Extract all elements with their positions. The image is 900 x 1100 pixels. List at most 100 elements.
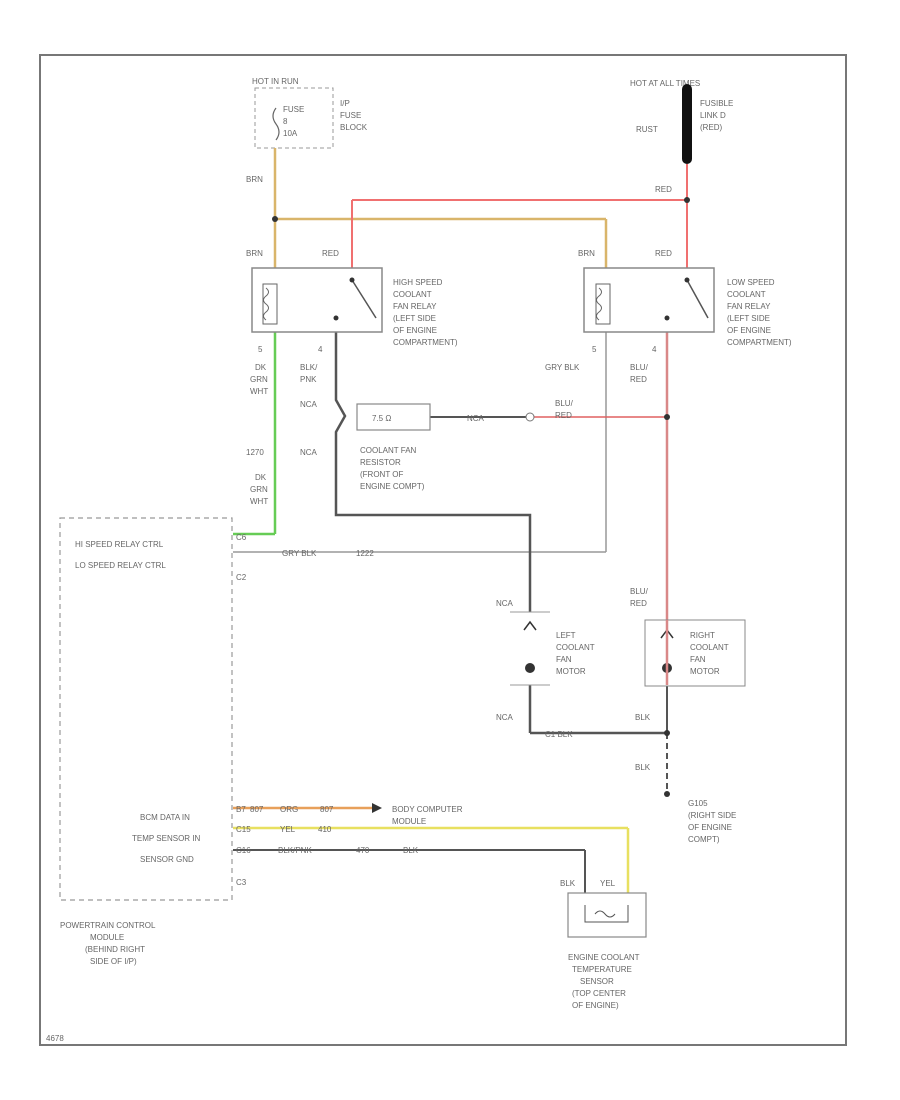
splice-ground [664,730,670,736]
svg-text:(TOP CENTER: (TOP CENTER [572,989,626,998]
svg-text:BLU/: BLU/ [630,587,649,596]
svg-text:OF ENGINE): OF ENGINE) [572,1001,619,1010]
svg-text:C1 BLK: C1 BLK [545,730,573,739]
svg-text:1270: 1270 [246,448,264,457]
svg-text:807: 807 [250,805,264,814]
svg-text:410: 410 [318,825,332,834]
svg-text:NCA: NCA [496,599,514,608]
fuse-label: FUSE [283,105,304,114]
label-red-lo: RED [655,249,672,258]
svg-text:(RIGHT SIDE: (RIGHT SIDE [688,811,736,820]
svg-text:G105: G105 [688,799,708,808]
resistor-line1: COOLANT FAN [360,446,417,455]
resistor-box [356,403,431,431]
resistor-value: 7.5 Ω [372,414,391,423]
svg-text:GRY BLK: GRY BLK [545,363,580,372]
svg-text:FAN RELAY: FAN RELAY [393,302,437,311]
svg-text:COMPT): COMPT) [688,835,720,844]
svg-text:MOTOR: MOTOR [556,667,586,676]
svg-text:LEFT: LEFT [556,631,576,640]
fusible-link: HOT AT ALL TIMES FUSIBLE LINK D (RED) RU… [630,79,733,164]
svg-text:YEL: YEL [280,825,296,834]
svg-text:COOLANT: COOLANT [690,643,729,652]
fuse-amperage: 10A [283,129,298,138]
lo-speed-relay [583,267,715,333]
pcm-name-line4: SIDE OF I/P) [90,957,137,966]
fuse-symbol [272,107,280,141]
sensor-box [567,892,647,938]
svg-text:YEL: YEL [600,879,616,888]
fusible-link-symbol [682,84,692,164]
svg-text:LOW SPEED: LOW SPEED [727,278,775,287]
fusible-hot-label: HOT AT ALL TIMES [630,79,700,88]
svg-text:BLK/: BLK/ [300,363,318,372]
pcm-hi-ctrl: HI SPEED RELAY CTRL [75,540,164,549]
diagram-border [39,54,847,1046]
svg-text:TEMPERATURE: TEMPERATURE [572,965,632,974]
connector-res [525,412,535,422]
svg-text:SENSOR: SENSOR [580,977,614,986]
right-motor-box [644,619,746,687]
svg-text:OF ENGINE: OF ENGINE [393,326,437,335]
hi-relay-switch [351,279,377,319]
svg-text:RED: RED [630,375,647,384]
svg-text:RIGHT: RIGHT [690,631,715,640]
pcm-name-line3: (BEHIND RIGHT [85,945,145,954]
svg-text:COMPARTMENT): COMPARTMENT) [393,338,458,347]
lo-relay-coil [595,283,611,325]
resistor-line4: ENGINE COMPT) [360,482,425,491]
svg-text:(LEFT SIDE: (LEFT SIDE [393,314,436,323]
svg-text:MODULE: MODULE [392,817,426,826]
pcm-sensor-gnd: SENSOR GND [140,855,194,864]
svg-text:GRY BLK: GRY BLK [282,549,317,558]
lo-relay-box [583,267,715,333]
left-fan-motor: LEFT COOLANT FAN MOTOR [510,611,595,686]
coolant-temp-sensor: ENGINE COOLANT TEMPERATURE SENSOR (TOP C… [567,892,647,1010]
svg-text:GRN: GRN [250,485,268,494]
block-line3: BLOCK [340,123,368,132]
svg-text:5: 5 [592,345,597,354]
block-line1: I/P [340,99,350,108]
svg-text:BLK/PNK: BLK/PNK [278,846,312,855]
svg-text:C6: C6 [236,533,247,542]
svg-text:NCA: NCA [496,713,514,722]
ground-label: G105 (RIGHT SIDE OF ENGINE COMPT) [688,799,736,844]
ground-point [664,791,670,797]
svg-text:BLU/: BLU/ [630,363,649,372]
right-fan-motor: RIGHT COOLANT FAN MOTOR [644,619,746,687]
fusible-name-line3: (RED) [700,123,723,132]
fusible-wire-label: RUST [636,125,658,134]
svg-text:807: 807 [320,805,334,814]
svg-text:C2: C2 [236,573,247,582]
fuse-block-outline [254,87,334,149]
svg-text:WHT: WHT [250,387,268,396]
label-brn-hi: BRN [246,249,263,258]
svg-text:RED: RED [630,599,647,608]
fusible-name-line1: FUSIBLE [700,99,733,108]
fuse-hot-label: HOT IN RUN [252,77,299,86]
svg-text:OF ENGINE: OF ENGINE [688,823,732,832]
lo-relay-switch [686,279,709,319]
sensor-gnd-wire [233,849,586,893]
splice-brn [272,216,278,222]
footer-code: 4678 [46,1034,64,1043]
lo-relay-label: LOW SPEED COOLANT FAN RELAY (LEFT SIDE O… [727,278,792,347]
pcm-lo-ctrl: LO SPEED RELAY CTRL [75,561,166,570]
pcm-name-line1: POWERTRAIN CONTROL [60,921,156,930]
svg-text:ORG: ORG [280,805,298,814]
svg-text:RED: RED [555,411,572,420]
svg-text:B7: B7 [236,805,246,814]
svg-text:C15: C15 [236,825,251,834]
svg-text:BLK: BLK [635,713,651,722]
brown-wires [273,148,608,268]
fuse-number: 8 [283,117,288,126]
svg-text:FAN: FAN [556,655,572,664]
svg-text:HIGH SPEED: HIGH SPEED [393,278,443,287]
svg-text:WHT: WHT [250,497,268,506]
svg-text:PNK: PNK [300,375,317,384]
hi-speed-relay [251,267,383,333]
svg-text:COOLANT: COOLANT [556,643,595,652]
wire-labels: BRN RED BRN RED BRN RED 5 4 5 4 DK GRN W… [236,175,672,888]
hi-relay-box [251,267,383,333]
green-wire [233,332,277,536]
